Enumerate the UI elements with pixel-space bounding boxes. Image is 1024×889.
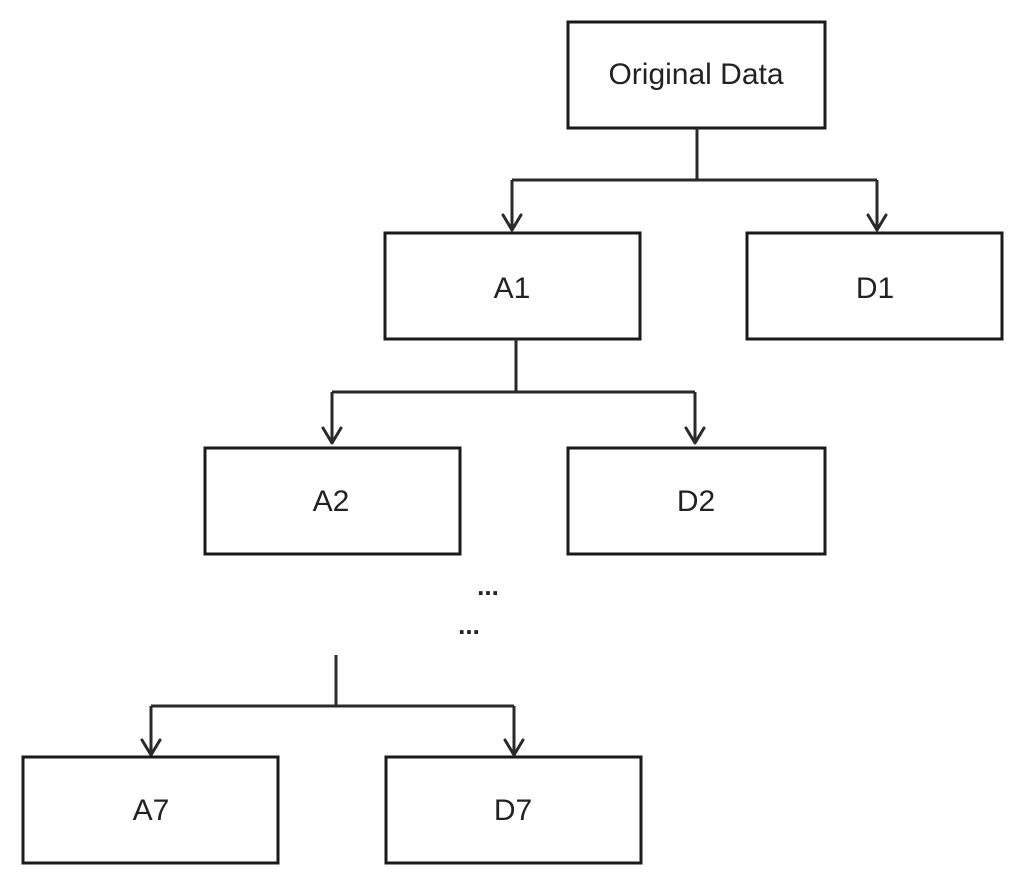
node-d7-label: D7 — [494, 794, 532, 827]
node-a1-box — [383, 231, 642, 341]
node-a2-box — [203, 446, 462, 556]
node-d1-label: D1 — [856, 272, 894, 305]
node-a2: A2 — [203, 446, 462, 556]
node-original-data-box — [566, 20, 827, 130]
node-d1-box — [745, 231, 1004, 341]
connector-a1-to-level2 — [321, 339, 706, 445]
node-original-data-label: Original Data — [608, 58, 783, 91]
node-a1: A1 — [383, 231, 642, 341]
arrow-to-d1 — [866, 213, 888, 232]
ellipsis-2: ... — [458, 610, 480, 640]
arrow-to-a1 — [501, 213, 523, 232]
node-a2-label: A2 — [313, 485, 350, 518]
node-original-data: Original Data — [566, 20, 827, 130]
connector-to-level7 — [140, 655, 525, 757]
node-a7: A7 — [21, 755, 280, 865]
arrow-to-a2 — [321, 426, 343, 445]
arrow-to-a7 — [140, 738, 162, 757]
arrow-to-d2 — [684, 426, 706, 445]
node-d2: D2 — [566, 446, 827, 556]
node-d2-box — [566, 446, 827, 556]
node-d7: D7 — [384, 755, 643, 865]
node-d1: D1 — [745, 231, 1004, 341]
arrow-to-d7 — [503, 738, 525, 757]
node-d2-label: D2 — [677, 485, 715, 518]
connector-original-to-level1 — [501, 128, 888, 232]
node-a7-label: A7 — [133, 794, 170, 827]
node-a1-label: A1 — [494, 272, 531, 305]
ellipsis-1: ... — [477, 571, 499, 601]
node-a7-box — [21, 755, 280, 865]
node-d7-box — [384, 755, 643, 865]
